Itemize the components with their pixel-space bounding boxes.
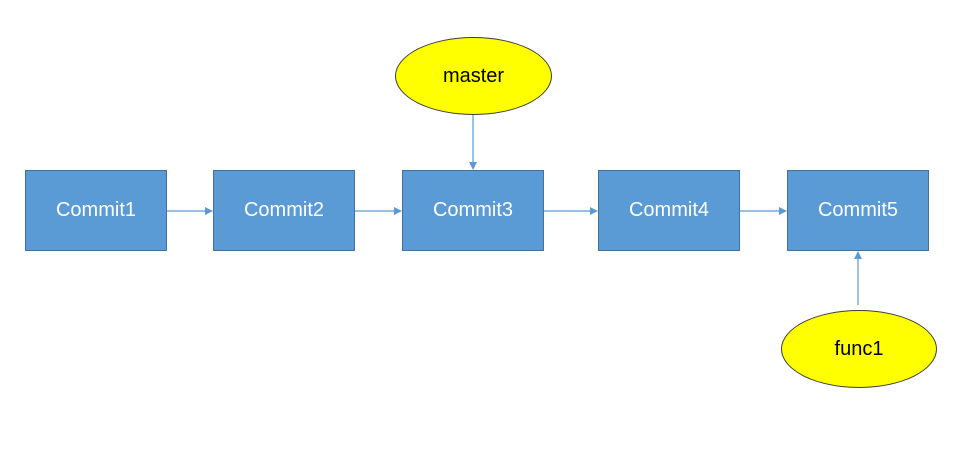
branch-label: func1 [834,337,884,360]
commit-node-5: Commit5 [787,170,929,251]
branch-func1-ellipse: func1 [781,310,937,388]
commit-node-4: Commit4 [598,170,740,251]
branch-label: master [442,64,505,87]
commit-node-2: Commit2 [213,170,355,251]
commit-node-3: Commit3 [402,170,544,251]
commit-label: Commit2 [243,199,324,221]
commit-node-1: Commit1 [25,170,167,251]
branch-master-ellipse: master [395,37,552,115]
commit-label: Commit4 [628,199,709,221]
commit-label: Commit3 [432,199,513,221]
commit-label: Commit1 [55,199,136,221]
commit-label: Commit5 [817,199,898,221]
